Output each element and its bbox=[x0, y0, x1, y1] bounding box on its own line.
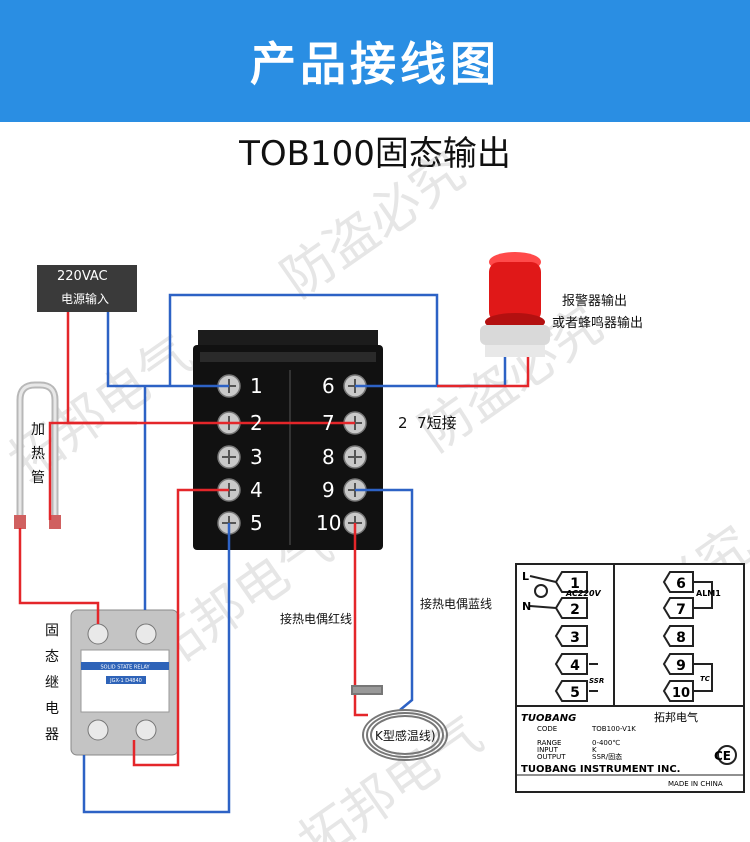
terminal-label-5: 5 bbox=[250, 511, 263, 535]
ssr-label-char: 固 bbox=[45, 623, 59, 639]
terminal-label-10: 10 bbox=[316, 511, 342, 535]
ssr-label-char: 电 bbox=[45, 701, 59, 717]
panel-code-label: CODE bbox=[537, 725, 557, 733]
panel-made: MADE IN CHINA bbox=[668, 780, 723, 788]
ssr-label-char: 态 bbox=[45, 649, 59, 665]
heater-label: 加 热 管 bbox=[30, 418, 46, 490]
panel-range-value: 0-400℃ bbox=[592, 739, 620, 747]
red-wire-label: 接热电偶红线 bbox=[280, 612, 353, 626]
terminal-label-1: 1 bbox=[250, 374, 263, 398]
panel-term-8: 8 bbox=[676, 630, 686, 646]
page-title: 产品接线图 bbox=[250, 37, 500, 91]
panel-tc-label: TC bbox=[700, 675, 711, 683]
solid-state-relay: SOLID STATE RELAY JGX-1 D4840 bbox=[70, 609, 179, 756]
power-label-line1: 220VAC bbox=[57, 269, 108, 284]
thermocouple-coil bbox=[351, 685, 448, 761]
heater-label-char: 管 bbox=[31, 470, 45, 486]
panel-brand: TUOBANG bbox=[521, 713, 576, 724]
panel-code-value: TOB100-V1K bbox=[591, 725, 636, 733]
diagram-subtitle: TOB100固态输出 bbox=[239, 134, 511, 174]
terminal-label-4: 4 bbox=[250, 478, 263, 502]
ssr-label-char: 器 bbox=[45, 727, 59, 743]
panel-l-label: L bbox=[522, 570, 529, 583]
watermark-text: 防盗必究 bbox=[271, 141, 476, 309]
alarm-lamp bbox=[480, 252, 550, 357]
heater-label-char: 热 bbox=[31, 446, 45, 462]
panel-term-1: 1 bbox=[570, 576, 580, 592]
heater-label-char: 加 bbox=[31, 422, 45, 438]
ssr-label-char: 继 bbox=[45, 675, 59, 691]
alarm-label-line1: 报警器输出 bbox=[562, 294, 628, 309]
panel-term-4: 4 bbox=[570, 658, 580, 674]
panel-output-value: SSR/固态 bbox=[592, 752, 622, 761]
controller bbox=[193, 330, 383, 550]
spec-panel: 1 2 3 4 5 6 7 8 9 10 L N AC220V ALM1 SSR… bbox=[515, 563, 745, 793]
panel-ssr-label: SSR bbox=[589, 677, 604, 685]
watermark-text: 拓邦电气 bbox=[289, 705, 494, 842]
panel-n-label: N bbox=[522, 600, 531, 613]
panel-ac-label: AC220V bbox=[565, 589, 602, 598]
short-label: 2 7短接 bbox=[398, 414, 457, 432]
panel-brand-cn: 拓邦电气 bbox=[654, 710, 698, 724]
terminal-label-3: 3 bbox=[250, 445, 263, 469]
sensor-label: K型感温线) bbox=[375, 729, 436, 743]
panel-term-5: 5 bbox=[570, 685, 580, 701]
ssr-model-text: JGX-1 D4840 bbox=[109, 678, 142, 684]
power-label-line2: 电源输入 bbox=[61, 292, 110, 306]
terminal-label-6: 6 bbox=[322, 374, 335, 398]
panel-term-3: 3 bbox=[570, 630, 580, 646]
terminal-label-7: 7 bbox=[322, 411, 335, 435]
heater-tube bbox=[14, 381, 61, 529]
header-banner: 产品接线图 bbox=[0, 0, 750, 122]
panel-output-label: OUTPUT bbox=[537, 753, 566, 761]
terminal-label-9: 9 bbox=[322, 478, 335, 502]
terminal-label-8: 8 bbox=[322, 445, 335, 469]
panel-range-label: RANGE bbox=[537, 739, 561, 747]
panel-term-9: 9 bbox=[676, 658, 686, 674]
panel-input-value: K bbox=[592, 746, 597, 754]
blue-wire-label: 接热电偶蓝线 bbox=[420, 597, 493, 611]
panel-company: TUOBANG INSTRUMENT INC. bbox=[521, 764, 680, 775]
panel-term-2: 2 bbox=[570, 602, 580, 618]
ssr-label: 固 态 继 电 器 bbox=[44, 618, 60, 748]
panel-term-7: 7 bbox=[676, 602, 686, 618]
alarm-label-line2: 或者蜂鸣器输出 bbox=[552, 316, 644, 331]
panel-ce-mark: CE bbox=[714, 749, 731, 763]
red-wires bbox=[18, 312, 530, 767]
power-input-box bbox=[37, 265, 137, 312]
panel-term-6: 6 bbox=[676, 576, 686, 592]
panel-term-10: 10 bbox=[672, 686, 690, 701]
ssr-top-text: SOLID STATE RELAY bbox=[100, 665, 150, 671]
panel-input-label: INPUT bbox=[537, 746, 559, 754]
terminal-label-2: 2 bbox=[250, 411, 263, 435]
panel-alm-label: ALM1 bbox=[696, 589, 721, 598]
